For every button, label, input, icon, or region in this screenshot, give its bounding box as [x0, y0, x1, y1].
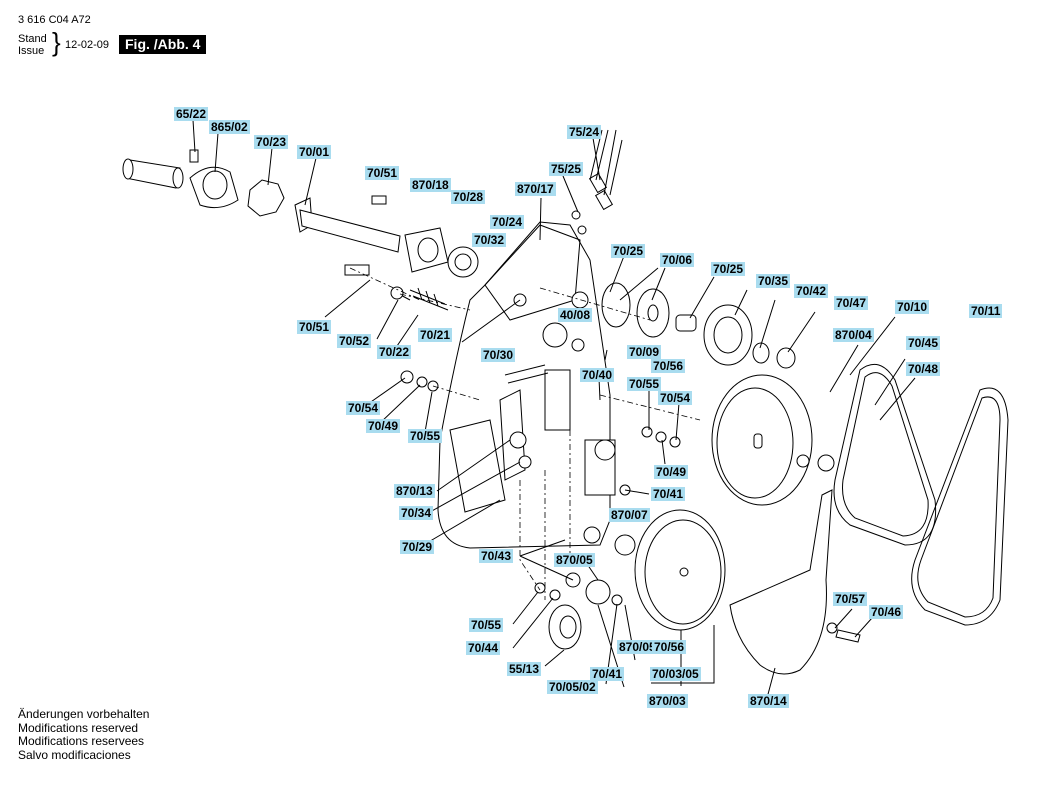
- modification-notes: Änderungen vorbehalten Modifications res…: [18, 707, 150, 762]
- part-label: 870/05: [554, 553, 595, 567]
- note-line: Modifications reservees: [18, 734, 145, 748]
- part-label: 70/21: [418, 328, 453, 342]
- drive-belts: [833, 363, 1009, 626]
- part-label: 70/01: [297, 145, 332, 159]
- part-label: 70/40: [580, 368, 615, 382]
- part-label: 70/34: [399, 506, 434, 520]
- document-code: 3 616 C04 A72: [18, 14, 91, 26]
- part-label: 70/28: [451, 190, 486, 204]
- part-label: 70/30: [481, 348, 516, 362]
- part-label: 70/49: [654, 465, 689, 479]
- part-label: 70/57: [833, 592, 868, 606]
- issue-label: Issue: [18, 45, 45, 57]
- housing-plate: [437, 221, 616, 549]
- part-label: 70/42: [794, 284, 829, 298]
- part-label: 70/44: [466, 641, 501, 655]
- part-label: 870/03: [647, 694, 688, 708]
- part-label: 865/02: [209, 120, 250, 134]
- part-label: 70/23: [254, 135, 289, 149]
- idler-parts: [601, 282, 796, 369]
- stand-issue-label: Stand Issue: [18, 33, 47, 57]
- part-label: 870/04: [833, 328, 874, 342]
- part-label: 870/14: [748, 694, 789, 708]
- issue-date: 12-02-09: [65, 39, 110, 51]
- leader-lines: [349, 267, 701, 600]
- part-label: 70/46: [869, 605, 904, 619]
- part-label: 70/51: [365, 166, 400, 180]
- part-label: 70/51: [297, 320, 332, 334]
- part-label: 70/41: [590, 667, 625, 681]
- part-label: 870/17: [515, 182, 556, 196]
- figure-badge: Fig. /Abb. 4: [119, 35, 207, 54]
- part-label: 70/10: [895, 300, 930, 314]
- brace-glyph: }: [52, 27, 61, 57]
- part-label: 70/03/05: [650, 667, 701, 681]
- part-label: 70/32: [472, 233, 507, 247]
- part-label: 70/05/02: [547, 680, 598, 694]
- part-label: 70/24: [490, 215, 525, 229]
- shaft-assembly: [122, 149, 401, 253]
- part-label: 870/18: [410, 178, 451, 192]
- part-label: 70/55: [408, 429, 443, 443]
- part-label: 70/54: [346, 401, 381, 415]
- part-label: 870/05: [617, 640, 658, 654]
- part-label: 70/09: [627, 345, 662, 359]
- bearing-flange-parts: [344, 227, 479, 311]
- note-line: Modifications reserved: [18, 720, 139, 735]
- part-label: 870/13: [394, 484, 435, 498]
- part-label: 70/54: [658, 391, 693, 405]
- part-label: 70/52: [337, 334, 372, 348]
- belt-guard: [729, 489, 861, 675]
- part-label: 55/13: [507, 662, 542, 676]
- part-label: 70/06: [660, 253, 695, 267]
- part-label: 75/25: [549, 162, 584, 176]
- pointer-lines: [192, 119, 916, 699]
- part-label: 70/25: [611, 244, 646, 258]
- part-label: 70/55: [627, 377, 662, 391]
- part-label: 70/47: [834, 296, 869, 310]
- part-label: 70/22: [377, 345, 412, 359]
- lower-pulley: [534, 509, 726, 650]
- part-label: 70/56: [652, 640, 687, 654]
- large-pulley: [711, 374, 835, 506]
- part-label: 70/43: [479, 549, 514, 563]
- part-label: 40/08: [558, 308, 593, 322]
- stand-label: Stand: [18, 33, 47, 45]
- part-label: 70/11: [969, 304, 1003, 318]
- note-line: Änderungen vorbehalten: [18, 707, 150, 721]
- part-label: 70/25: [711, 262, 746, 276]
- part-label: 65/22: [174, 107, 209, 121]
- part-label: 70/41: [651, 487, 686, 501]
- part-label: 70/29: [400, 540, 435, 554]
- part-label: 70/45: [906, 336, 941, 350]
- part-label: 70/49: [366, 419, 401, 433]
- part-label: 870/07: [609, 508, 650, 522]
- part-label: 70/48: [906, 362, 941, 376]
- part-label: 70/55: [469, 618, 504, 632]
- part-label: 70/56: [651, 359, 686, 373]
- part-label: 70/35: [756, 274, 791, 288]
- note-line: Salvo modificaciones: [18, 747, 131, 762]
- part-label: 75/24: [567, 125, 602, 139]
